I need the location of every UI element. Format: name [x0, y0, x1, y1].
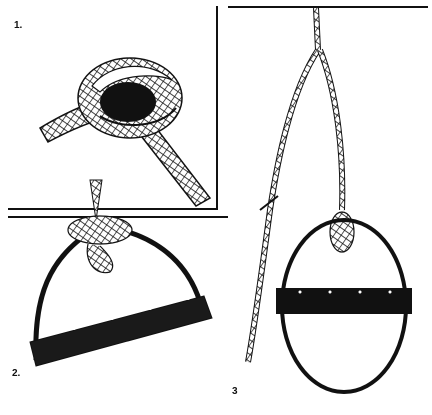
- oval-handle-illustration: [248, 8, 412, 392]
- panel-label-1: 1.: [14, 20, 22, 31]
- knot-illustration: [40, 58, 210, 206]
- panel-label-3: 3: [232, 386, 238, 397]
- triangle-handle-illustration: [30, 180, 212, 366]
- panel-label-2: 2.: [12, 368, 20, 379]
